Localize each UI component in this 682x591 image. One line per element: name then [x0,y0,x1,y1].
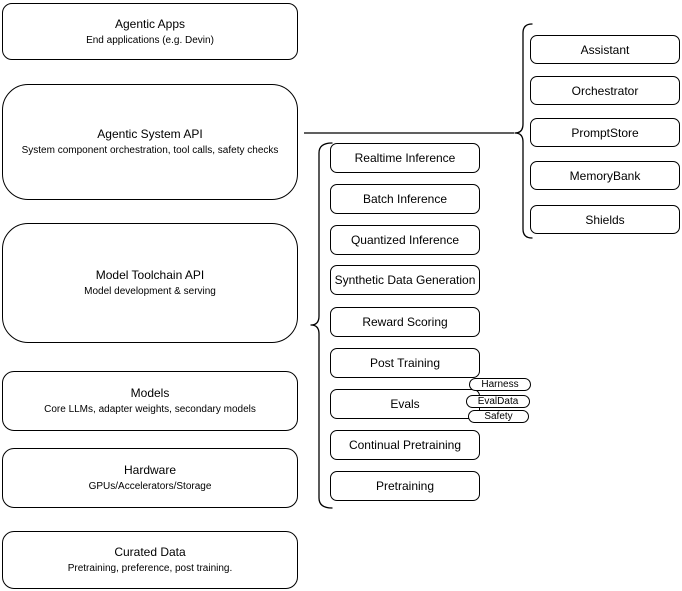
box-assistant: Assistant [530,35,680,64]
box-pretraining: Pretraining [330,471,480,501]
layer-hardware: Hardware GPUs/Accelerators/Storage [2,448,298,508]
box-post-training: Post Training [330,348,480,378]
layer-subtitle: GPUs/Accelerators/Storage [88,481,212,492]
box-orchestrator: Orchestrator [530,76,680,105]
box-continual-pretraining: Continual Pretraining [330,430,480,460]
layer-agentic-apps: Agentic Apps End applications (e.g. Devi… [2,3,298,60]
box-shields: Shields [530,205,680,234]
box-evals: Evals [330,389,480,419]
tag-evaldata: EvalData [466,395,530,408]
layer-subtitle: Core LLMs, adapter weights, secondary mo… [44,404,256,415]
layer-title: Agentic Apps [114,16,186,31]
tag-harness: Harness [469,378,531,391]
layer-subtitle: Pretraining, preference, post training. [67,563,233,574]
layer-title: Curated Data [114,545,186,559]
box-batch-inference: Batch Inference [330,184,480,214]
layer-title: Model Toolchain API [95,268,205,282]
layer-models: Models Core LLMs, adapter weights, secon… [2,371,298,431]
layer-agentic-system-api: Agentic System API System component orch… [2,84,298,200]
tag-safety: Safety [468,410,529,423]
layer-subtitle: Model development & serving [84,286,216,297]
box-reward-scoring: Reward Scoring [330,307,480,337]
layer-model-toolchain-api: Model Toolchain API Model development & … [2,223,298,343]
box-realtime-inference: Realtime Inference [330,143,480,173]
box-synthetic-data-generation: Synthetic Data Generation [330,265,480,295]
layer-subtitle: End applications (e.g. Devin) [86,34,214,46]
box-memorybank: MemoryBank [530,161,680,190]
box-promptstore: PromptStore [530,118,680,147]
layer-curated-data: Curated Data Pretraining, preference, po… [2,531,298,589]
brace-toolchain-group [310,142,333,509]
box-quantized-inference: Quantized Inference [330,225,480,255]
layer-title: Models [130,386,170,400]
layer-subtitle: System component orchestration, tool cal… [21,145,279,156]
layer-title: Hardware [123,463,177,477]
layer-title: Agentic System API [97,127,203,141]
